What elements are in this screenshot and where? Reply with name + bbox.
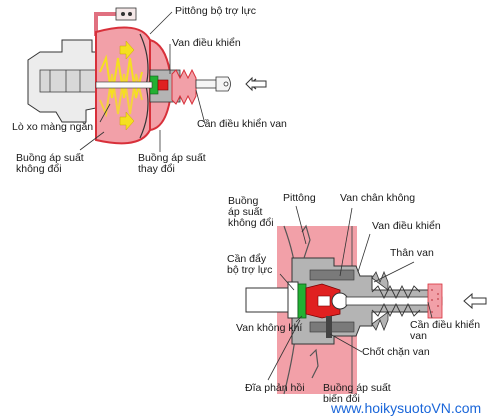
label-constant-chamber-line1: Buồng áp suất (16, 152, 84, 164)
label-constant-chamber-line2: không đổi (16, 163, 62, 175)
label-air-valve: Van không khí (236, 322, 303, 334)
label-control-rod-bottom-line1: Cần điều khiển (410, 319, 481, 331)
bottom-valve-diagram (245, 205, 487, 395)
control-rod-top (195, 79, 219, 89)
valve-body-inner (309, 269, 355, 281)
label-pushrod-line1: Cần đẩy (227, 253, 267, 265)
diaphragm-spring (99, 54, 143, 99)
valve-stopper-key (326, 316, 332, 338)
reaction-disc-green (297, 283, 307, 319)
air-filter (427, 283, 443, 319)
force-arrow-lower (119, 111, 135, 131)
label-vacuum-valve: Van chân không (340, 192, 416, 204)
booster-pushrod-bottom (245, 287, 295, 313)
label-variable-chamber-bottom-line1: Buồng áp suất (323, 382, 391, 394)
label-reaction-disc: Đĩa phản hồi (245, 382, 305, 394)
master-cylinder-bore (39, 69, 97, 93)
piston-rib (301, 224, 311, 259)
label-piston-bottom: Pittông (283, 192, 316, 204)
label-chamber-bottom-line2: áp suất (228, 206, 263, 218)
label-control-valve-bottom: Van điều khiển (372, 220, 441, 232)
label-valve-control-rod: Cần điều khiển van (197, 118, 287, 130)
vacuum-connector (115, 7, 137, 21)
valve-plunger-top (157, 79, 169, 91)
label-chamber-bottom-line3: không đổi (228, 217, 274, 229)
label-variable-chamber-bottom-line2: biến đổi (323, 393, 360, 405)
top-booster-diagram (27, 7, 267, 152)
label-valve-body: Thân van (390, 247, 434, 259)
top-leader-lines (79, 11, 206, 152)
label-diaphragm-spring: Lò xo màng ngăn (12, 121, 94, 133)
vacuum-line (94, 12, 120, 36)
control-rod-clevis (215, 76, 231, 92)
label-control-rod-bottom-line2: van (410, 330, 427, 342)
valve-boot-bottom (371, 270, 389, 291)
input-force-arrow-bottom (463, 292, 487, 310)
watermark-text: www.hoikysuotoVN.com (331, 400, 482, 416)
label-variable-chamber-line2: thay đổi (138, 163, 175, 175)
label-valve-stopper: Chốt chặn van (362, 346, 430, 358)
valve-boot-top (171, 68, 197, 106)
label-pushrod-line2: bộ trợ lực (227, 264, 273, 276)
bottom-leader-lines (267, 205, 433, 381)
valve-spring-bottom (371, 284, 421, 300)
label-booster-piston: Pittông bộ trợ lực (175, 5, 257, 17)
label-variable-chamber-line1: Buồng áp suất (138, 152, 206, 164)
force-arrow-upper (119, 40, 135, 60)
label-chamber-bottom-line1: Buồng (228, 195, 259, 207)
pushrod-top (95, 81, 153, 89)
label-control-valve: Van điều khiển (172, 37, 241, 49)
